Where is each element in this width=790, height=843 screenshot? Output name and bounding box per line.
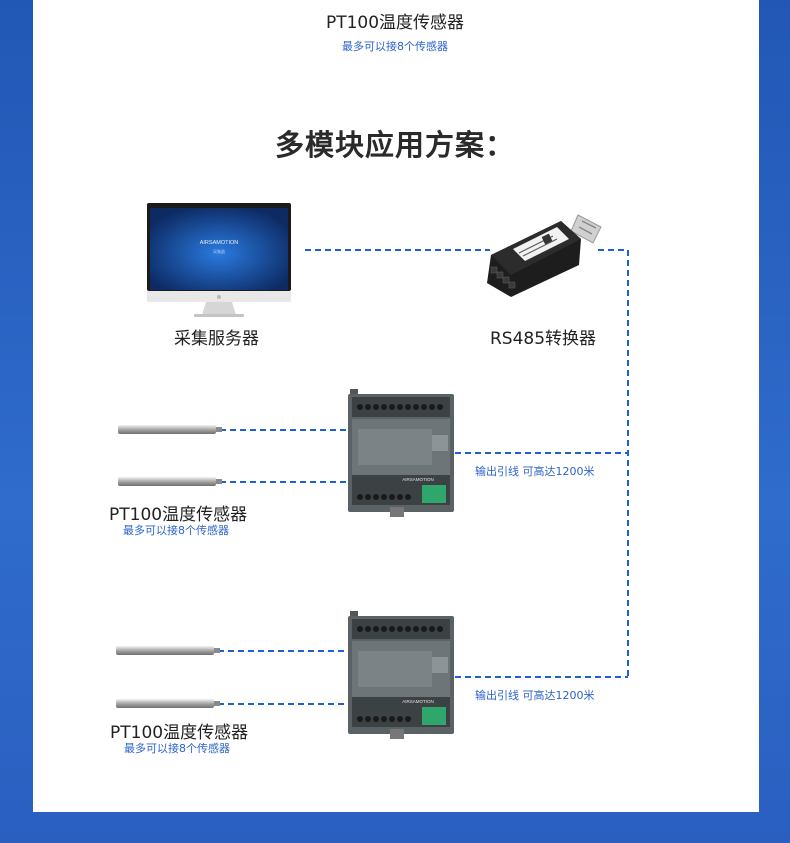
acquisition-module-icon: AIRSAMOTION — [348, 611, 454, 739]
group1-line-label: 输出引线 可高达1200米 — [475, 465, 595, 478]
acquisition-module-icon: AIRSAMOTION — [348, 389, 454, 517]
pt100-probe-icon — [118, 477, 222, 486]
pt100-probe-icon — [116, 699, 220, 708]
server-monitor-icon: AIRSAMOTION 采集器 — [147, 203, 291, 317]
group2-line-label: 输出引线 可高达1200米 — [475, 689, 595, 702]
server-label: 采集服务器 — [174, 329, 259, 349]
group2-sensor-label: PT100温度传感器 — [110, 723, 249, 743]
screen-subtitle: 采集器 — [213, 248, 225, 254]
module-brand: AIRSAMOTION — [402, 477, 434, 482]
screen-logo: AIRSAMOTION — [200, 240, 239, 246]
group2-sensor-sub: 最多可以接8个传感器 — [124, 742, 230, 755]
pt100-probe-icon — [118, 425, 222, 434]
top-sensor-title: PT100温度传感器 — [325, 13, 465, 33]
converter-bus-line — [598, 249, 629, 677]
module-brand: AIRSAMOTION — [402, 699, 434, 704]
group1-sensor-label: PT100温度传感器 — [109, 505, 248, 525]
converter-label: RS485转换器 — [490, 329, 597, 349]
top-sensor-subtitle: 最多可以接8个传感器 — [342, 40, 448, 53]
group1-sensor-sub: 最多可以接8个传感器 — [123, 524, 229, 537]
pt100-probe-icon — [116, 646, 220, 655]
rs485-converter-icon — [487, 214, 602, 297]
section-heading: 多模块应用方案： — [274, 128, 515, 162]
